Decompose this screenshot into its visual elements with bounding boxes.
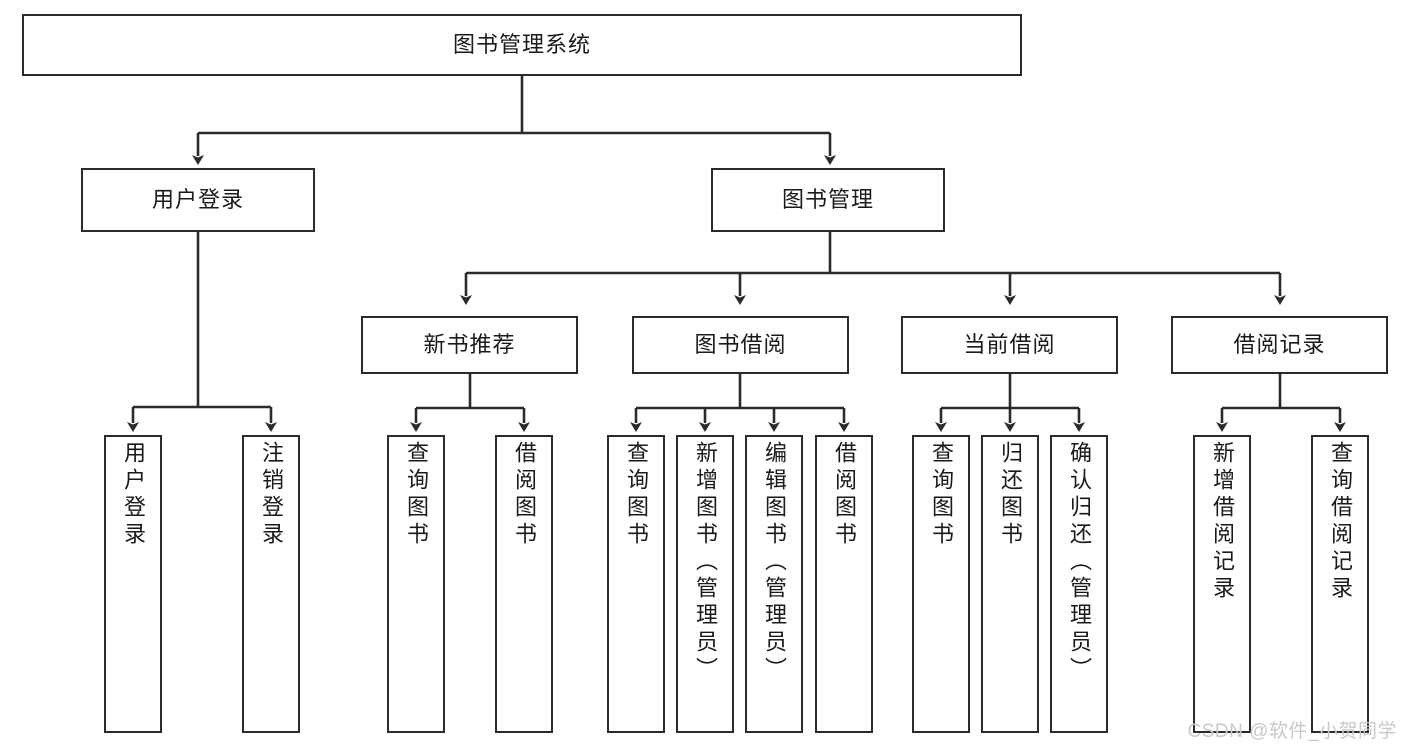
node-leaf-return-book[interactable]: 归还图书 xyxy=(981,435,1039,733)
node-leaf-confirm-return[interactable]: 确认归还（管理员） xyxy=(1050,435,1108,733)
node-leaf-query-book-2-label: 查询图书 xyxy=(624,441,649,549)
node-root[interactable]: 图书管理系统 xyxy=(22,14,1022,76)
node-leaf-add-borrow-record[interactable]: 新增借阅记录 xyxy=(1193,435,1251,733)
node-user-login-label: 用户登录 xyxy=(151,186,244,212)
node-leaf-borrow-book-2-label: 借阅图书 xyxy=(832,441,857,549)
node-leaf-query-book-3-label: 查询图书 xyxy=(929,441,954,549)
node-leaf-add-book[interactable]: 新增图书（管理员） xyxy=(676,435,734,733)
node-book-borrow[interactable]: 图书借阅 xyxy=(632,316,849,374)
node-leaf-borrow-book-1[interactable]: 借阅图书 xyxy=(495,435,553,733)
node-user-login[interactable]: 用户登录 xyxy=(81,168,315,232)
node-leaf-logout[interactable]: 注销登录 xyxy=(242,435,300,733)
node-borrow-record-label: 借阅记录 xyxy=(1233,331,1326,357)
node-leaf-query-borrow-record[interactable]: 查询借阅记录 xyxy=(1311,435,1369,733)
node-book-borrow-label: 图书借阅 xyxy=(694,331,787,357)
node-leaf-confirm-return-label: 确认归还（管理员） xyxy=(1067,441,1092,684)
node-leaf-query-book-1[interactable]: 查询图书 xyxy=(387,435,445,733)
node-current-borrow[interactable]: 当前借阅 xyxy=(901,316,1118,374)
node-book-management[interactable]: 图书管理 xyxy=(711,168,945,232)
node-leaf-user-login[interactable]: 用户登录 xyxy=(104,435,162,733)
node-new-book-recommend[interactable]: 新书推荐 xyxy=(361,316,578,374)
node-borrow-record[interactable]: 借阅记录 xyxy=(1171,316,1388,374)
node-leaf-query-book-3[interactable]: 查询图书 xyxy=(912,435,970,733)
node-current-borrow-label: 当前借阅 xyxy=(963,331,1056,357)
node-leaf-return-book-label: 归还图书 xyxy=(998,441,1023,549)
node-leaf-query-book-2[interactable]: 查询图书 xyxy=(607,435,665,733)
watermark: CSDN @软件_小贺同学 xyxy=(1187,721,1397,742)
node-leaf-logout-label: 注销登录 xyxy=(259,441,284,549)
node-leaf-edit-book-label: 编辑图书（管理员） xyxy=(762,441,787,684)
node-book-management-label: 图书管理 xyxy=(781,186,874,212)
node-root-label: 图书管理系统 xyxy=(452,31,591,57)
node-leaf-query-borrow-record-label: 查询借阅记录 xyxy=(1328,441,1353,603)
node-leaf-user-login-label: 用户登录 xyxy=(121,441,146,549)
node-new-book-recommend-label: 新书推荐 xyxy=(423,331,516,357)
node-leaf-add-book-label: 新增图书（管理员） xyxy=(693,441,718,684)
node-leaf-borrow-book-1-label: 借阅图书 xyxy=(512,441,537,549)
node-leaf-add-borrow-record-label: 新增借阅记录 xyxy=(1210,441,1235,603)
node-leaf-query-book-1-label: 查询图书 xyxy=(404,441,429,549)
node-leaf-edit-book[interactable]: 编辑图书（管理员） xyxy=(745,435,803,733)
node-leaf-borrow-book-2[interactable]: 借阅图书 xyxy=(815,435,873,733)
